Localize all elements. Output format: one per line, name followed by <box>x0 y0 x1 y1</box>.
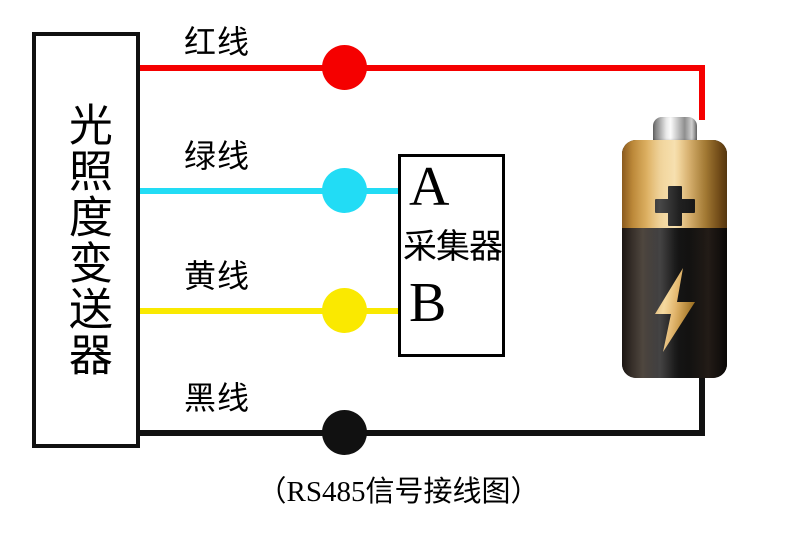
wire-red-vertical <box>699 65 705 120</box>
junction-dot-red <box>322 45 367 90</box>
wire-label-green: 绿线 <box>184 137 251 175</box>
collector-terminal-a: A <box>409 156 450 218</box>
collector-box: A 采集器 B <box>398 154 505 357</box>
transmitter-label: 光照度变送器 <box>60 102 112 378</box>
junction-dot-green <box>322 168 367 213</box>
wire-label-yellow: 黄线 <box>184 257 251 295</box>
battery <box>622 117 727 378</box>
collector-name-label: 采集器 <box>403 227 503 267</box>
wire-black-vertical <box>699 372 705 434</box>
wire-black-horizontal <box>140 430 705 436</box>
battery-plus-icon <box>654 186 695 226</box>
wire-green-horizontal <box>140 188 402 194</box>
collector-terminal-b: B <box>409 272 447 334</box>
wire-label-red: 红线 <box>184 23 251 61</box>
junction-dot-black <box>322 410 367 455</box>
wire-red-horizontal <box>140 65 705 71</box>
diagram-caption: （RS485信号接线图） <box>257 476 540 508</box>
transmitter-box: 光照度变送器 <box>32 32 140 448</box>
wire-yellow-horizontal <box>140 308 402 314</box>
junction-dot-yellow <box>322 288 367 333</box>
wire-label-black: 黑线 <box>184 379 251 417</box>
battery-terminal-cap-icon <box>653 117 697 143</box>
battery-body <box>622 140 727 378</box>
lightning-bolt-icon <box>649 268 701 352</box>
